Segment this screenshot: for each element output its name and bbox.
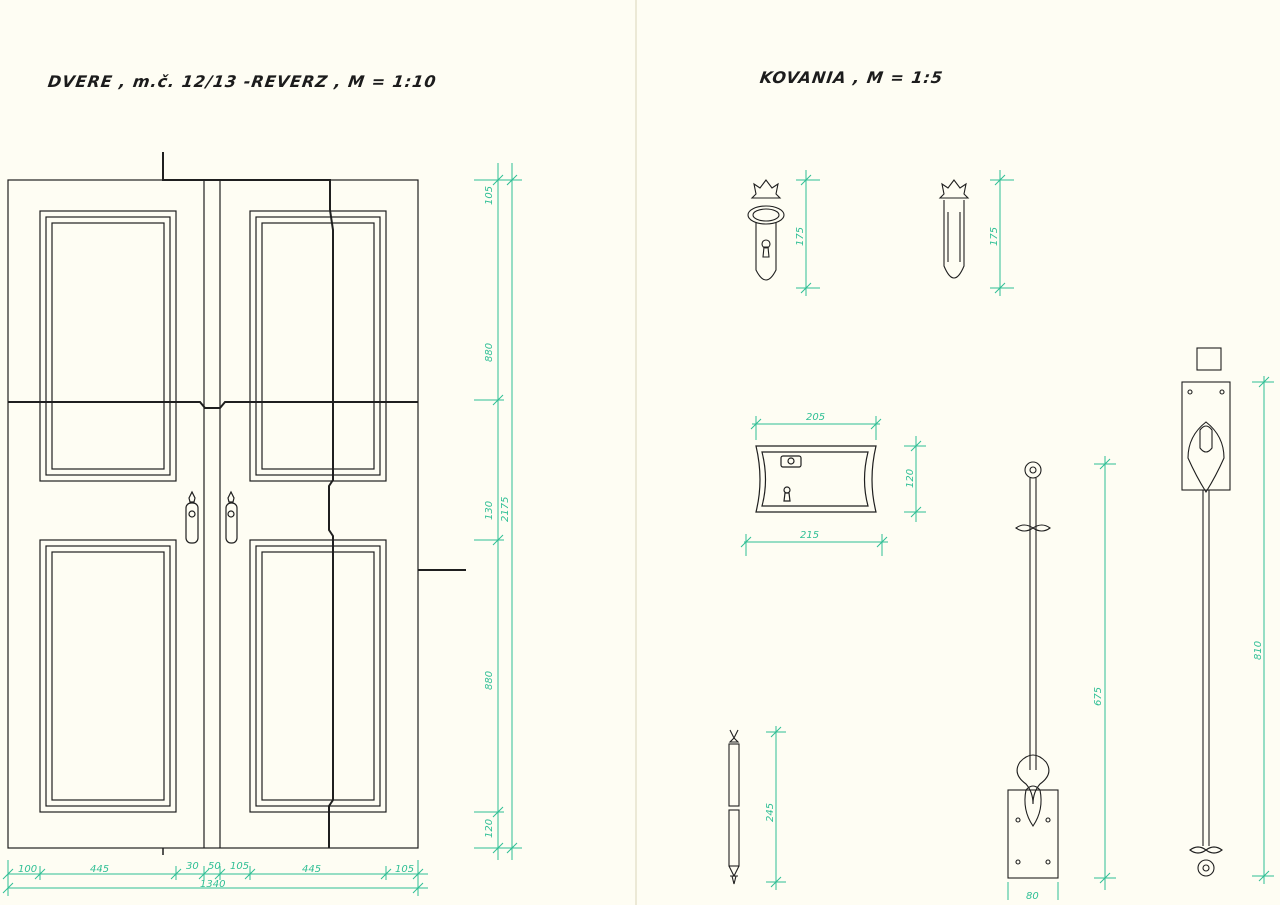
long-slide-bolt bbox=[1181, 347, 1231, 877]
lock-plate-height-dim: 120 bbox=[905, 469, 916, 488]
door-dim-width-center-b: 50 bbox=[208, 861, 221, 872]
escutcheon-plain bbox=[938, 179, 970, 279]
page-fold bbox=[635, 0, 637, 905]
short-bolt-dimensions bbox=[1007, 456, 1116, 900]
escutcheon-b-dimension bbox=[990, 170, 1014, 296]
door-dim-total-width: 1340 bbox=[200, 879, 225, 890]
hinge-pin bbox=[728, 729, 740, 885]
door-dim-width-center-a: 30 bbox=[186, 861, 199, 872]
door-dim-total-height: 2175 bbox=[500, 497, 511, 522]
escutcheon-a-dim: 175 bbox=[795, 227, 806, 246]
door-dim-width-panel-right: 445 bbox=[302, 864, 321, 875]
escutcheon-with-ring bbox=[747, 179, 785, 281]
short-bolt-width-dim: 80 bbox=[1026, 891, 1039, 902]
lock-plate-bottom-dim: 215 bbox=[800, 530, 819, 541]
door-dim-lower-panel: 880 bbox=[484, 671, 495, 690]
door-elevation bbox=[7, 152, 466, 855]
door-dim-width-center-c: 105 bbox=[230, 861, 249, 872]
lock-plate bbox=[755, 445, 877, 513]
door-handle-left bbox=[185, 490, 199, 544]
door-dim-bottom-rail: 120 bbox=[484, 819, 495, 838]
door-dim-mid-rail: 130 bbox=[484, 501, 495, 520]
escutcheon-a-dimension bbox=[796, 170, 820, 296]
wall-section-line bbox=[162, 152, 334, 400]
door-dim-width-panel-left: 445 bbox=[90, 864, 109, 875]
door-vertical-dimension-lines bbox=[474, 163, 522, 860]
lock-plate-top-dim: 205 bbox=[806, 412, 825, 423]
lock-plate-dimensions bbox=[740, 416, 926, 556]
door-dim-width-stile-right: 105 bbox=[395, 864, 414, 875]
door-dim-width-stile-left: 100 bbox=[18, 864, 37, 875]
right-lower-panel bbox=[249, 539, 387, 813]
right-upper-panel bbox=[249, 210, 387, 482]
left-lower-panel bbox=[39, 539, 177, 813]
door-horizontal-dimension-lines bbox=[2, 860, 428, 896]
hinge-pin-dimension bbox=[766, 726, 786, 890]
door-frame-outline bbox=[7, 179, 419, 849]
long-bolt-dimension bbox=[1252, 376, 1274, 884]
door-handle-right bbox=[225, 490, 238, 544]
hinge-pin-dim: 245 bbox=[765, 803, 776, 822]
short-slide-bolt bbox=[1007, 461, 1059, 879]
short-bolt-height-dim: 675 bbox=[1093, 687, 1104, 706]
left-upper-panel bbox=[39, 210, 177, 482]
door-dim-top-rail: 105 bbox=[484, 186, 495, 205]
long-bolt-height-dim: 810 bbox=[1253, 641, 1264, 660]
escutcheon-b-dim: 175 bbox=[989, 227, 1000, 246]
door-dim-upper-panel: 880 bbox=[484, 343, 495, 362]
